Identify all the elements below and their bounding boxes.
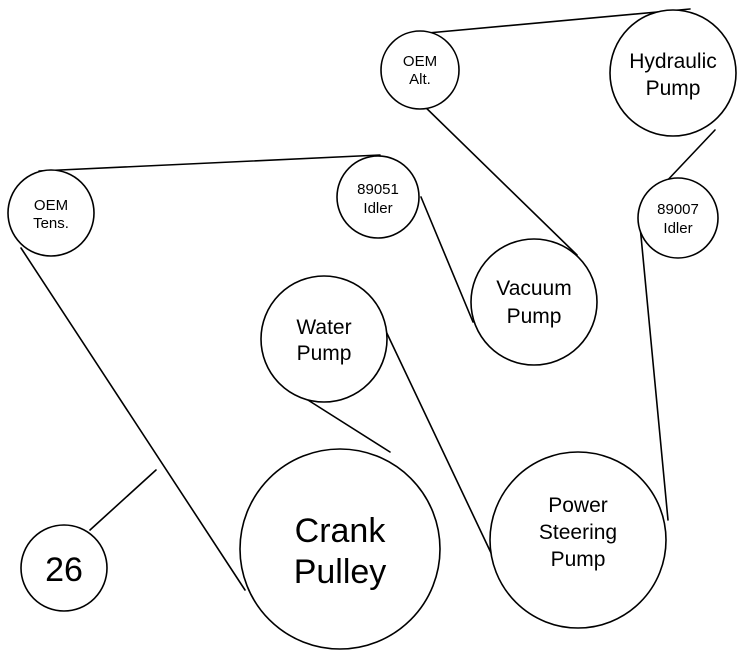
pulley-vacuum: Vacuum Pump: [470, 238, 598, 366]
pulley-89007-idler: 89007 Idler: [637, 177, 719, 259]
belt-segment-water-to-crank: [299, 394, 391, 453]
pulley-oem-tens: OEM Tens.: [7, 169, 95, 257]
pulley-hydraulic: Hydraulic Pump: [609, 9, 737, 137]
hydraulic-line2: Pump: [646, 77, 701, 100]
pulley-power-steering: Power Steering Pump: [489, 451, 667, 629]
pulley-water-pump: Water Pump: [260, 275, 388, 403]
pulley-crank: Crank Pulley: [239, 448, 441, 650]
oem-alt-line2: Alt.: [409, 71, 431, 88]
belt-segment-tens-to-crank: [20, 247, 246, 591]
crank-line2: Pulley: [294, 553, 387, 591]
belt-segment-idler-to-powersteering: [638, 214, 669, 521]
belt-left: [20, 99, 578, 591]
hydraulic-line1: Hydraulic: [629, 50, 717, 73]
vacuum-line2: Pump: [507, 305, 562, 328]
oem-tens-line1: OEM: [34, 197, 68, 214]
pulley-oem-alt: OEM Alt.: [380, 30, 460, 110]
callout-26: 26: [20, 524, 108, 612]
crank-line1: Crank: [295, 512, 387, 550]
vacuum-line1: Vacuum: [496, 277, 571, 300]
belt-segment-tens-to-idler: [38, 154, 381, 172]
idler-89051-line1: 89051: [357, 181, 399, 198]
power-steering-line2: Steering: [539, 521, 617, 544]
power-steering-line1: Power: [548, 494, 608, 517]
belt-segment-hydraulic-to-idler: [662, 129, 716, 186]
water-pump-line1: Water: [296, 316, 351, 339]
idler-89007-line2: Idler: [663, 220, 692, 237]
idler-89007-line1: 89007: [657, 201, 699, 218]
belt-right: [299, 8, 716, 556]
water-pump-line2: Pump: [297, 342, 352, 365]
belt-segment-idler-to-vacuum: [420, 196, 474, 323]
pulley-89051-idler: 89051 Idler: [336, 155, 420, 239]
idler-89051-line2: Idler: [363, 200, 392, 217]
oem-alt-line1: OEM: [403, 53, 437, 70]
callout-label: 26: [45, 551, 83, 589]
power-steering-line3: Pump: [551, 548, 606, 571]
belt-segment-vacuum-to-alt: [417, 99, 578, 256]
callout-leader: [89, 469, 157, 531]
belt-segment-water-to-powersteering: [382, 324, 493, 556]
oem-tens-line2: Tens.: [33, 215, 69, 232]
belt-segment-alt-to-hydraulic: [405, 8, 691, 36]
